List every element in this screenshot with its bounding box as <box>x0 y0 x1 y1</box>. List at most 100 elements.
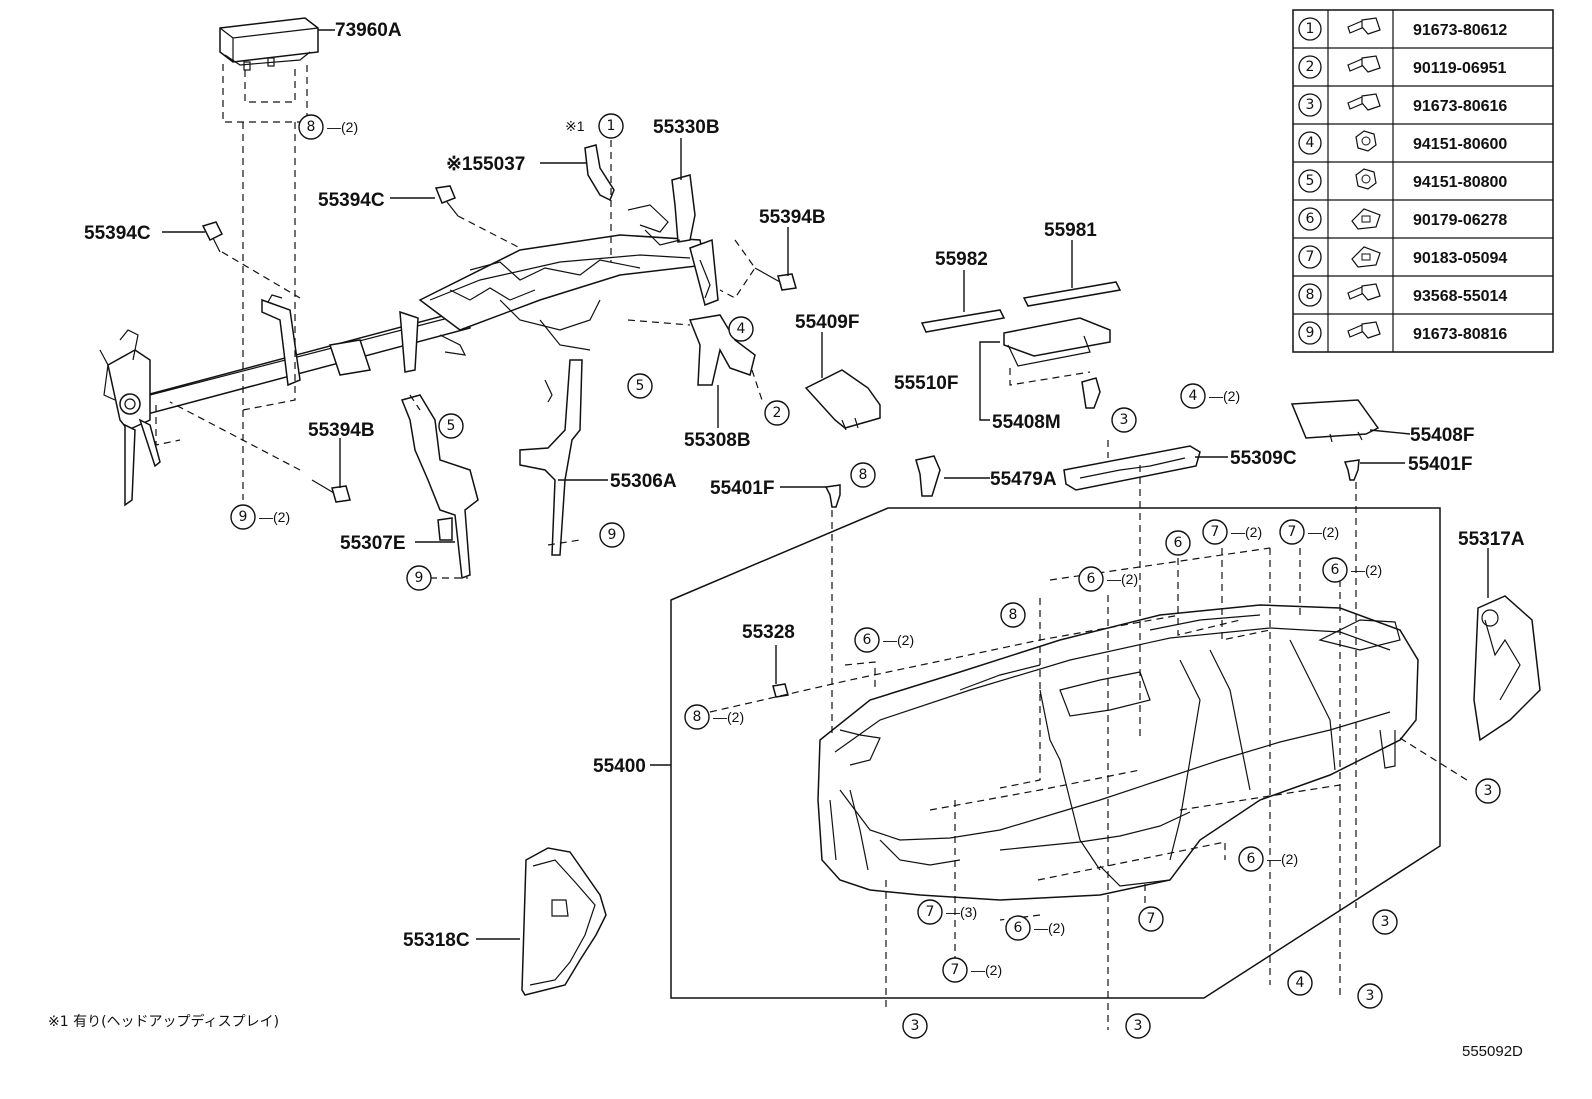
table-row: 7 90183-05094 <box>1293 237 1553 269</box>
callout-number: 6 <box>1014 920 1023 936</box>
callout-6: 6—(2) <box>1238 846 1298 872</box>
callout-number: 3 <box>911 1018 920 1034</box>
table-row-number: 9 <box>1306 325 1315 341</box>
callout-7: 7—(3) <box>917 899 977 925</box>
bolt-55394C-center <box>434 185 459 217</box>
assembly-lines <box>155 122 1471 1030</box>
callout-number: 3 <box>1366 988 1375 1004</box>
callout-number: 6 <box>1331 562 1340 578</box>
clip-55401F-left <box>824 484 841 508</box>
label-55037: ※155037 <box>446 154 525 175</box>
bolt-icon <box>1347 283 1381 301</box>
clip-nut-icon <box>1351 208 1381 230</box>
callout-3: 3 <box>1357 983 1383 1009</box>
callout-number: 1 <box>607 118 616 134</box>
table-row-number: 7 <box>1306 249 1315 265</box>
label-55401F-right: 55401F <box>1408 454 1472 475</box>
callout-quantity: —(2) <box>1231 524 1262 540</box>
clip-55408M <box>1081 377 1101 409</box>
bracket-55479A <box>915 455 941 497</box>
callout-3: 3 <box>902 1013 928 1039</box>
label-55307E: 55307E <box>340 533 406 554</box>
brace-55307E <box>400 394 479 580</box>
callout-quantity: —(2) <box>713 709 744 725</box>
bolt-55394B-lower <box>311 479 351 503</box>
callout-number: 9 <box>415 570 424 586</box>
callout-9: 9 <box>599 522 625 548</box>
callout-4: 4 <box>1287 970 1313 996</box>
label-asterisk-1: ※1 <box>565 118 585 134</box>
callout-number: 2 <box>773 405 782 421</box>
bolt-55394C-left <box>201 221 224 253</box>
callout-quantity: —(2) <box>259 509 290 525</box>
callout-8: 8—(2) <box>298 114 358 140</box>
callout-3: 3 <box>1111 407 1137 433</box>
callout-9: 9—(2) <box>230 504 290 530</box>
side-panel-55317A <box>1473 595 1541 742</box>
callout-quantity: —(2) <box>1267 851 1298 867</box>
label-55400: 55400 <box>593 756 646 777</box>
label-55394C-center: 55394C <box>318 190 385 211</box>
callout-number: 4 <box>1189 388 1198 404</box>
callout-2: 2 <box>764 400 790 426</box>
callout-number: 7 <box>951 962 960 978</box>
table-part-number: 91673-80816 <box>1413 326 1507 343</box>
label-55306A: 55306A <box>610 471 677 492</box>
fastener-callouts: 8—(2)145259—(2)99834—(2)67—(2)7—(2)6—(2)… <box>230 113 1501 1039</box>
callout-6: 6—(2) <box>1078 566 1138 592</box>
callout-number: 8 <box>693 709 702 725</box>
callout-9: 9 <box>406 565 432 591</box>
strip-55981 <box>1022 281 1122 307</box>
label-55328: 55328 <box>742 622 795 643</box>
label-55479A: 55479A <box>990 469 1057 490</box>
dashboard-group-frame <box>670 507 1441 999</box>
label-55394B-lower: 55394B <box>308 420 375 441</box>
brace-55306A <box>519 359 583 556</box>
label-73960A: 73960A <box>335 20 402 41</box>
part-labels: 73960A 55330B ※1 ※155037 55394C 55394C 5… <box>84 20 1525 951</box>
callout-quantity: —(2) <box>1034 920 1065 936</box>
label-55401F-left: 55401F <box>710 478 774 499</box>
callout-number: 6 <box>863 632 872 648</box>
callout-1: 1 <box>598 113 624 139</box>
callout-6: 6—(2) <box>854 627 914 653</box>
callout-3: 3 <box>1475 778 1501 804</box>
bolt-icon <box>1347 321 1381 339</box>
callout-number: 9 <box>608 527 617 543</box>
table-row-number: 8 <box>1306 287 1315 303</box>
callout-number: 3 <box>1134 1018 1143 1034</box>
callout-6: 6 <box>1165 530 1191 556</box>
leader-lines <box>162 29 1489 940</box>
callout-number: 8 <box>1009 607 1018 623</box>
callout-quantity: —(2) <box>971 962 1002 978</box>
callout-number: 4 <box>737 321 746 337</box>
callout-number: 3 <box>1120 412 1129 428</box>
bolt-icon <box>1347 55 1381 73</box>
label-55409F: 55409F <box>795 312 859 333</box>
callout-3: 3 <box>1372 909 1398 935</box>
callout-6: 6 —(2) <box>1005 915 1065 941</box>
table-row-number: 1 <box>1306 21 1315 37</box>
table-row: 8 93568-55014 <box>1293 275 1553 307</box>
label-55408M: 55408M <box>992 412 1061 433</box>
callout-number: 5 <box>636 378 645 394</box>
table-row-number: 6 <box>1306 211 1315 227</box>
nut-icon <box>1355 130 1377 152</box>
callout-number: 6 <box>1174 535 1183 551</box>
callout-quantity: —(3) <box>946 904 977 920</box>
table-part-number: 90183-05094 <box>1413 250 1507 267</box>
callout-quantity: —(2) <box>1107 571 1138 587</box>
callout-quantity: —(2) <box>1209 388 1240 404</box>
panel-55510F <box>1003 317 1111 357</box>
label-55408F: 55408F <box>1410 425 1474 446</box>
table-part-number: 93568-55014 <box>1413 288 1507 305</box>
table-row-number: 3 <box>1306 97 1315 113</box>
label-55394C-left: 55394C <box>84 223 151 244</box>
callout-quantity: —(2) <box>1351 562 1382 578</box>
